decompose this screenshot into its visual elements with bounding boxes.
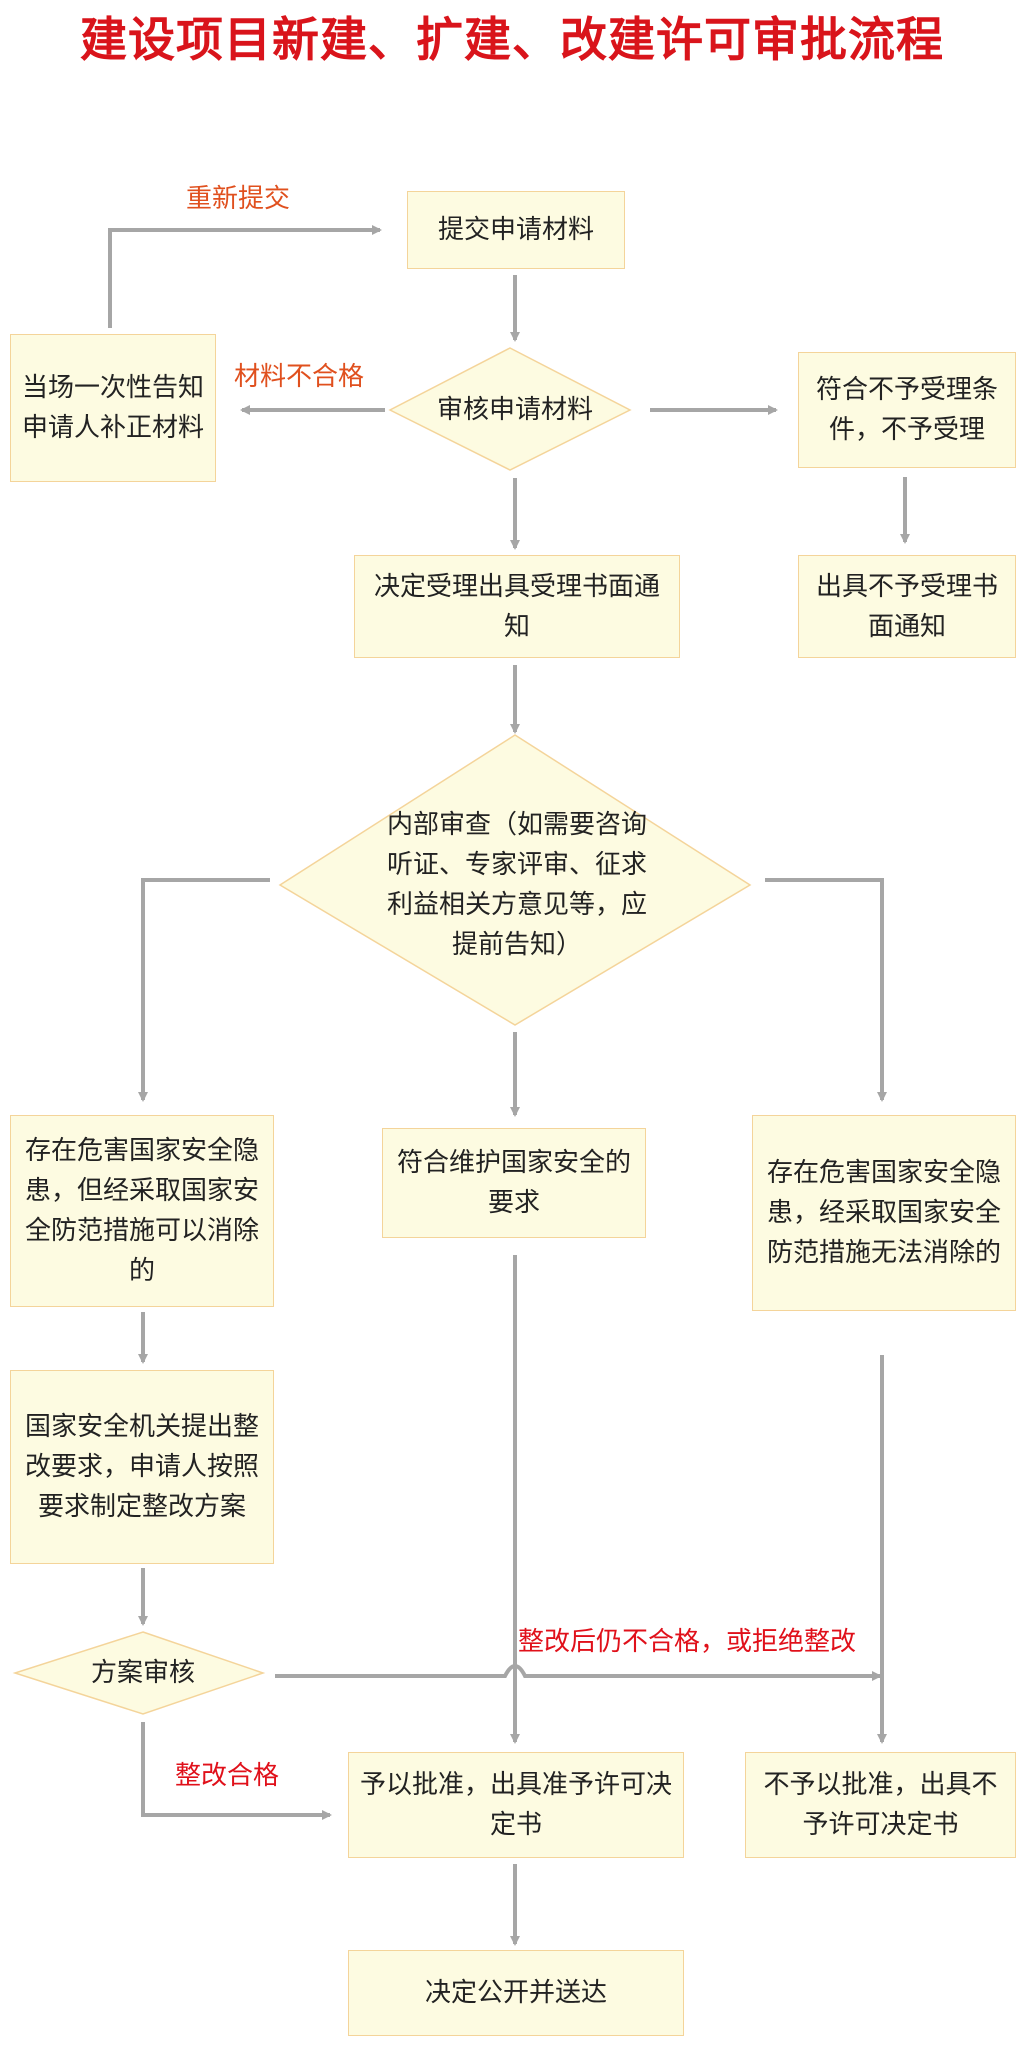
node-internal-review: 内部审查（如需要咨询听证、专家评审、征求利益相关方意见等，应提前告知） — [386, 810, 647, 960]
node-notify-supplement: 当场一次性告知申请人补正材料 — [10, 334, 216, 482]
page-title: 建设项目新建、扩建、改建许可审批流程 — [80, 13, 944, 68]
label-rectify-failed: 整改后仍不合格，或拒绝整改 — [518, 1627, 857, 1657]
node-meets-requirements: 符合维护国家安全的要求 — [382, 1128, 646, 1238]
node-not-accept-notice: 出具不予受理书面通知 — [798, 555, 1016, 658]
arrow-internal-right — [765, 878, 887, 1102]
node-submit: 提交申请材料 — [407, 191, 625, 269]
node-review: 审核申请材料 — [436, 395, 593, 425]
label-rectify-ok: 整改合格 — [175, 1761, 280, 1791]
node-approve: 予以批准，出具准予许可决定书 — [348, 1752, 684, 1858]
arrow-resubmit — [108, 225, 382, 328]
plan-review-diamond — [12, 1631, 266, 1715]
node-plan-review: 方案审核 — [90, 1658, 195, 1688]
review-diamond — [388, 347, 632, 471]
node-publish: 决定公开并送达 — [348, 1950, 684, 2036]
label-resubmit: 重新提交 — [186, 184, 291, 214]
node-risk-removable: 存在危害国家安全隐患，但经采取国家安全防范措施可以消除的 — [10, 1115, 274, 1307]
node-risk-not-removable: 存在危害国家安全隐患，经采取国家安全防范措施无法消除的 — [752, 1115, 1016, 1311]
node-accept-notice: 决定受理出具受理书面通知 — [354, 555, 680, 658]
arrow-plan-ok — [141, 1722, 332, 1820]
node-not-accept-condition: 符合不予受理条件，不予受理 — [798, 352, 1016, 468]
node-rectification-request: 国家安全机关提出整改要求，申请人按照要求制定整改方案 — [10, 1370, 274, 1564]
node-reject: 不予以批准，出具不予许可决定书 — [745, 1752, 1016, 1858]
label-materials-invalid: 材料不合格 — [234, 362, 365, 392]
arrow-internal-left — [138, 878, 270, 1102]
arrow-plan-failed — [275, 1664, 882, 1681]
internal-review-diamond — [278, 734, 752, 1026]
